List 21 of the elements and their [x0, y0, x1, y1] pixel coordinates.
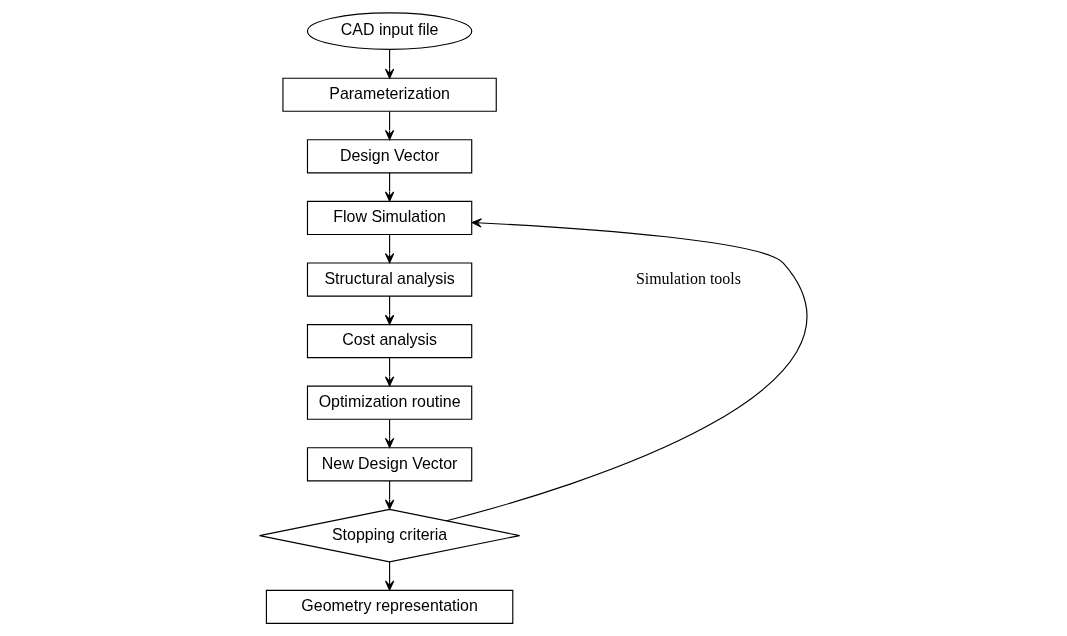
- arrow: [384, 172, 395, 202]
- node-box: Cost analysis: [306, 324, 473, 359]
- node-box: Design Vector: [306, 139, 473, 174]
- arrow: [384, 49, 395, 79]
- arrow: [384, 561, 395, 591]
- arrow: [446, 218, 808, 522]
- node-diamond: Stopping criteria: [259, 508, 521, 563]
- arrow: [384, 480, 395, 510]
- node-box: Optimization routine: [306, 385, 473, 420]
- node-ellipse: CAD input file: [306, 12, 473, 50]
- node-box: Flow Simulation: [306, 200, 473, 236]
- node-box: Structural analysis: [306, 262, 473, 297]
- arrow: [384, 234, 395, 264]
- node-box: New Design Vector: [306, 447, 473, 482]
- arrow: [384, 295, 395, 325]
- arrow: [384, 357, 395, 387]
- node-box: Parameterization: [282, 77, 497, 112]
- label: Simulation tools: [635, 269, 741, 287]
- arrow: [384, 110, 395, 141]
- arrow: [384, 418, 395, 449]
- node-box: Geometry representation: [265, 589, 514, 624]
